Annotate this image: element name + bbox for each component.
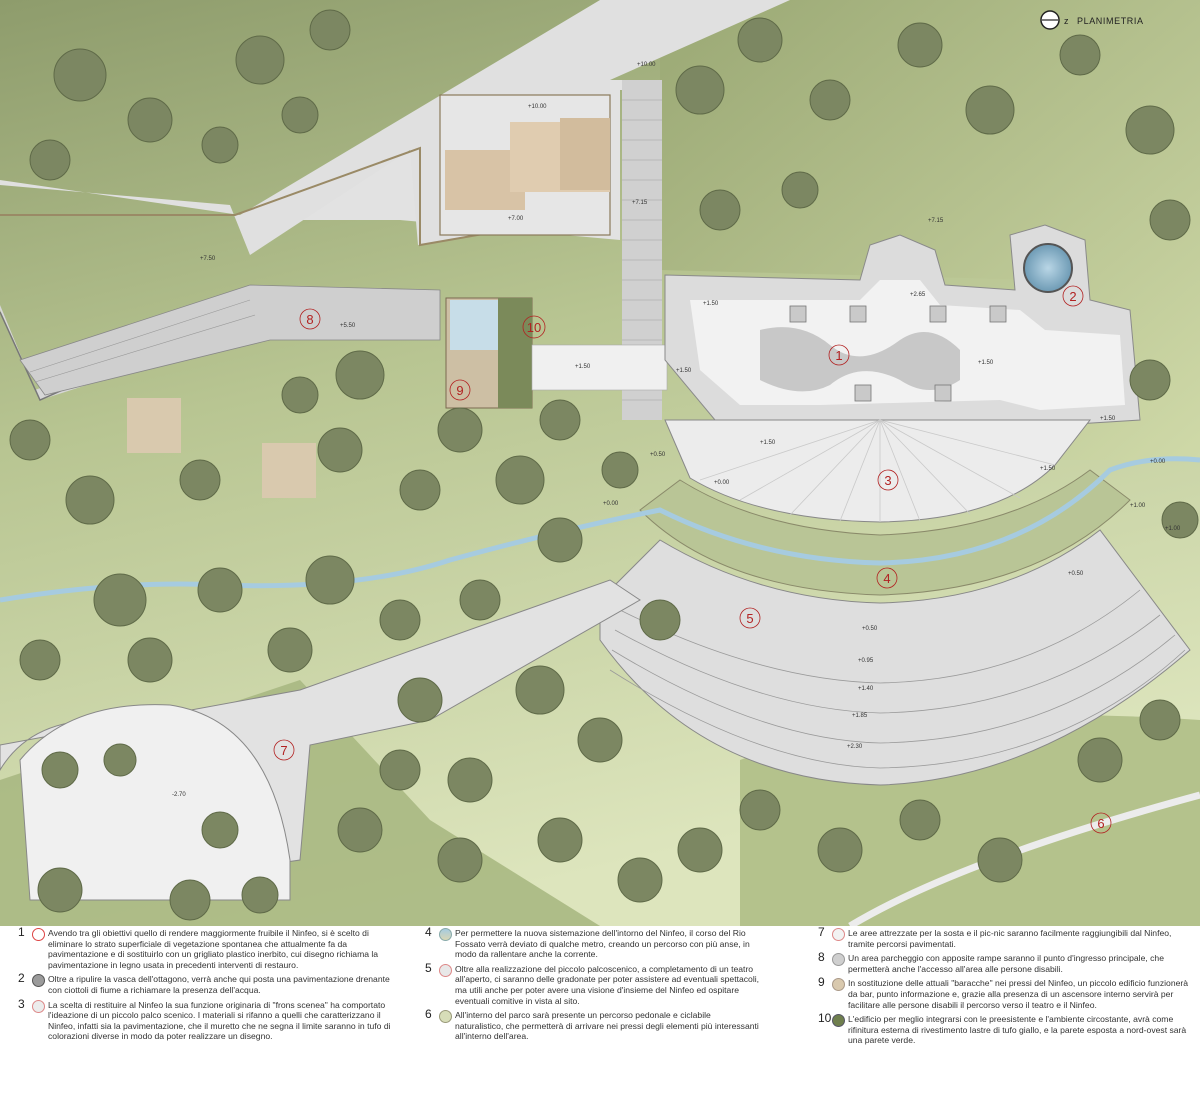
picnic-area bbox=[19, 704, 291, 901]
legend-item-6: 6 All'interno del parco sarà presente un… bbox=[425, 1007, 759, 1042]
pebble-swatch-icon bbox=[32, 974, 45, 988]
level-label: +7.50 bbox=[200, 256, 216, 262]
svg-text:3: 3 bbox=[884, 473, 891, 488]
level-label: +7.00 bbox=[508, 216, 524, 222]
level-label: +1.50 bbox=[760, 440, 776, 446]
stage-swatch-icon bbox=[32, 999, 45, 1013]
stream-swatch-icon bbox=[439, 928, 452, 941]
compass-icon bbox=[1040, 10, 1060, 30]
level-label: +2.30 bbox=[847, 744, 863, 750]
svg-text:4: 4 bbox=[883, 571, 890, 586]
legend-item-9: 9 In sostituzione delle attuali "baracch… bbox=[818, 975, 1189, 1010]
legend-column-left: 1 Avendo tra gli obiettivi quello di ren… bbox=[18, 925, 398, 1046]
level-label: +1.40 bbox=[858, 686, 874, 692]
svg-text:10: 10 bbox=[527, 320, 541, 335]
octagon-pool bbox=[1023, 243, 1073, 293]
picnic-swatch-icon bbox=[832, 928, 845, 941]
marker-9: 9 bbox=[449, 379, 471, 401]
legend-item-7: 7 Le aree attrezzate per la sosta e il p… bbox=[818, 925, 1172, 949]
marker-8: 8 bbox=[299, 308, 321, 330]
picnic-square-1 bbox=[127, 398, 181, 453]
terrace-seating bbox=[599, 529, 1191, 786]
marker-7: 7 bbox=[273, 739, 295, 761]
legend-item-5: 5 Oltre alla realizzazione del piccolo p… bbox=[425, 960, 760, 1006]
level-label: +10.00 bbox=[528, 104, 547, 110]
legend-column-right: 7 Le aree attrezzate per la sosta e il p… bbox=[818, 925, 1193, 1050]
svg-text:7: 7 bbox=[280, 743, 287, 758]
green-wall-swatch-icon bbox=[832, 1014, 845, 1028]
level-label: +7.15 bbox=[632, 200, 648, 206]
level-label: +10.00 bbox=[637, 62, 656, 68]
legend-item-10: 10 L'edificio per meglio integrarsi con … bbox=[818, 1011, 1187, 1046]
level-label: +1.85 bbox=[852, 713, 868, 719]
picnic-square-2 bbox=[262, 443, 316, 498]
level-label: +0.50 bbox=[862, 626, 878, 632]
level-label: +1.00 bbox=[1165, 526, 1181, 532]
level-label: +1.50 bbox=[978, 360, 994, 366]
grass-grid-pattern bbox=[760, 327, 960, 392]
svg-text:5: 5 bbox=[746, 611, 753, 626]
legend-item-3: 3 La scelta di restituire al Ninfeo la s… bbox=[18, 996, 391, 1042]
level-label: +1.00 bbox=[1130, 503, 1146, 509]
parking-ramp bbox=[19, 284, 441, 396]
green-wall bbox=[498, 298, 532, 408]
legend-item-1: 1 Avendo tra gli obiettivi quello di ren… bbox=[18, 925, 379, 970]
marker-2: 2 bbox=[1062, 285, 1084, 307]
marker-5: 5 bbox=[739, 607, 761, 629]
compass-letter: z bbox=[1064, 16, 1069, 26]
building-roof-3 bbox=[560, 118, 610, 190]
level-label: +0.00 bbox=[1150, 459, 1166, 465]
stream-arc-band bbox=[639, 469, 1131, 596]
level-label: +1.50 bbox=[1100, 416, 1116, 422]
access-bridge bbox=[531, 344, 668, 391]
legend-column-middle: 4 Per permettere la nuova sistemazione d… bbox=[425, 925, 760, 1046]
plan-title: PLANIMETRIA bbox=[1077, 16, 1144, 26]
legend-item-8: 8 Un area parcheggio con apposite rampe … bbox=[818, 950, 1164, 974]
level-label: +0.50 bbox=[1068, 571, 1084, 577]
paving-swatch-icon bbox=[32, 928, 45, 941]
legend-item-2: 2 Oltre a ripulire la vasca dell'ottagon… bbox=[18, 971, 390, 995]
level-label: +5.50 bbox=[340, 323, 356, 329]
level-label: +0.00 bbox=[714, 480, 730, 486]
path-swatch-icon bbox=[439, 1010, 452, 1024]
bar-glass-roof bbox=[450, 300, 498, 350]
terrace-steps bbox=[609, 589, 1186, 769]
stage-rays bbox=[699, 419, 1056, 522]
level-label: +7.15 bbox=[928, 218, 944, 224]
ramp-lines bbox=[29, 299, 256, 383]
level-label: +1.50 bbox=[575, 364, 591, 370]
terrace-swatch-icon bbox=[439, 963, 452, 977]
marker-3: 3 bbox=[877, 469, 899, 491]
svg-text:8: 8 bbox=[306, 312, 313, 327]
parking-swatch-icon bbox=[832, 953, 845, 967]
level-label: +0.95 bbox=[858, 658, 874, 664]
svg-text:9: 9 bbox=[456, 383, 463, 398]
level-label: -2.70 bbox=[172, 792, 186, 798]
trees bbox=[9, 9, 1199, 921]
bar-swatch-icon bbox=[832, 978, 845, 992]
marker-6: 6 bbox=[1090, 812, 1112, 834]
level-label: +1.50 bbox=[703, 301, 719, 307]
level-label: +2.65 bbox=[910, 292, 926, 298]
svg-text:2: 2 bbox=[1069, 289, 1076, 304]
svg-text:1: 1 bbox=[835, 348, 842, 363]
marker-10: 10 bbox=[522, 315, 546, 339]
level-label: +1.50 bbox=[1040, 466, 1056, 472]
marker-1: 1 bbox=[828, 344, 850, 366]
level-label: +0.50 bbox=[650, 452, 666, 458]
level-label: +0.00 bbox=[603, 501, 619, 507]
site-plan: z PLANIMETRIA +10.00 +10.00 +7.00 +7.15 … bbox=[0, 0, 1200, 926]
svg-text:6: 6 bbox=[1097, 816, 1104, 831]
ninfeo-pillars bbox=[789, 305, 1007, 402]
marker-4: 4 bbox=[876, 567, 898, 589]
legend-item-4: 4 Per permettere la nuova sistemazione d… bbox=[425, 925, 750, 960]
legend: 1 Avendo tra gli obiettivi quello di ren… bbox=[0, 926, 1200, 1096]
level-label: +1.50 bbox=[676, 368, 692, 374]
